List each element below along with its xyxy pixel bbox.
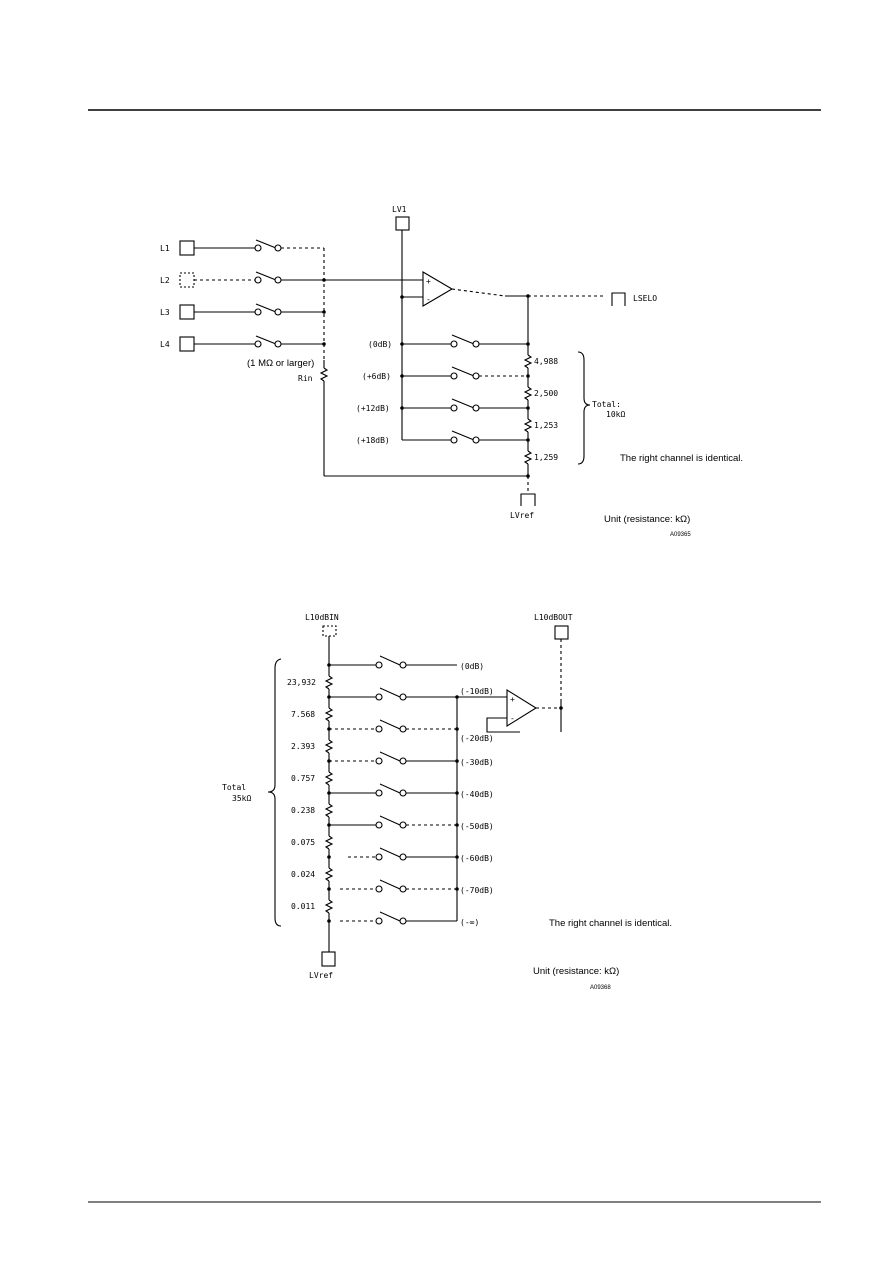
att-resistor-8: 0.011 <box>291 902 315 911</box>
lv1-terminal: LV1 <box>392 205 423 440</box>
att-tap-70db: (-70dB) <box>460 886 494 895</box>
att-tap-0db: (0dB) <box>460 662 484 671</box>
lselo-label: LSELO <box>633 294 657 303</box>
attenuator-switches: (0dB) (-10dB) (-20dB) (-30dB) (-40dB) (-… <box>329 655 494 927</box>
att-identical-note: The right channel is identical. <box>549 918 672 929</box>
l10dbin-label: L10dBIN <box>305 613 339 622</box>
att-total-value: 35kΩ <box>232 794 251 803</box>
resistor-value-4: 1,259 <box>534 453 558 462</box>
total-brace <box>577 351 591 465</box>
att-lvref-terminal: LVref <box>309 951 336 980</box>
unit-note: Unit (resistance: kΩ) <box>604 514 690 525</box>
svg-text:-: - <box>510 714 515 723</box>
attenuator-ladder: 23,932 7.568 2.393 0.757 0.238 0.075 0.0… <box>287 636 334 952</box>
att-resistor-5: 0.238 <box>291 806 315 815</box>
rin-resistor: (1 MΩ or larger) Rin <box>247 358 329 476</box>
att-tap-40db: (-40dB) <box>460 790 494 799</box>
selector-diagram: L1 L2 L3 L4 <box>160 205 743 538</box>
gain-tap-12db: (+12dB) <box>356 404 390 413</box>
gain-tap-6db: (+6dB) <box>362 372 391 381</box>
lvref-terminal: LVref <box>510 476 536 520</box>
resistor-value-1: 4,988 <box>534 357 558 366</box>
input-label-l4: L4 <box>160 340 170 349</box>
gain-tap-18db: (+18dB) <box>356 436 390 445</box>
input-terminal-l4: L4 <box>160 336 256 352</box>
resistor-value-2: 2,500 <box>534 389 558 398</box>
att-tap-inf: (-∞) <box>460 918 479 927</box>
att-resistor-3: 2.393 <box>291 742 315 751</box>
att-figure-code: A09368 <box>590 985 611 991</box>
lvref-label: LVref <box>510 511 534 520</box>
selector-op-amp: + - <box>422 271 528 307</box>
att-unit-note: Unit (resistance: kΩ) <box>533 966 619 977</box>
att-tap-50db: (-50dB) <box>460 822 494 831</box>
att-resistor-1: 23,932 <box>287 678 316 687</box>
att-tap-10db: (-10dB) <box>460 687 494 696</box>
lselo-terminal: LSELO <box>528 292 657 306</box>
identical-note: The right channel is identical. <box>620 453 743 464</box>
att-lvref-label: LVref <box>309 971 333 980</box>
attenuator-diagram: L10dBIN <box>222 613 672 991</box>
gain-switches: (0dB) (+6dB) (+12dB) (+18dB) <box>356 334 528 445</box>
att-tap-30db: (-30dB) <box>460 758 494 767</box>
input-label-l3: L3 <box>160 308 170 317</box>
l10dbout-label: L10dBOUT <box>534 613 573 622</box>
input-label-l2: L2 <box>160 276 170 285</box>
resistor-value-3: 1,253 <box>534 421 558 430</box>
att-tap-20db: (-20dB) <box>460 734 494 743</box>
att-resistor-6: 0.075 <box>291 838 315 847</box>
svg-text:+: + <box>426 277 431 286</box>
input-switches <box>254 239 423 360</box>
total-value: 10kΩ <box>606 410 625 419</box>
att-total-label: Total <box>222 783 246 792</box>
rin-label: Rin <box>298 374 313 383</box>
lv1-label: LV1 <box>392 205 407 214</box>
att-resistor-4: 0.757 <box>291 774 315 783</box>
figure-code: A09365 <box>670 532 691 538</box>
total-label: Total: <box>592 400 621 409</box>
input-terminal-l1: L1 <box>160 240 256 256</box>
l10dbin-terminal: L10dBIN <box>305 613 339 637</box>
l10dbout-terminal: L10dBOUT <box>534 613 573 700</box>
attenuator-op-amp: + - <box>457 689 563 733</box>
rin-note: (1 MΩ or larger) <box>247 358 314 369</box>
gain-tap-0db: (0dB) <box>368 340 392 349</box>
att-resistor-7: 0.024 <box>291 870 315 879</box>
attenuator-total-brace <box>267 658 282 927</box>
att-resistor-2: 7.568 <box>291 710 315 719</box>
input-terminal-l3: L3 <box>160 304 256 320</box>
input-label-l1: L1 <box>160 244 170 253</box>
att-tap-60db: (-60dB) <box>460 854 494 863</box>
svg-text:+: + <box>510 695 515 704</box>
gain-resistor-ladder: 4,988 2,500 1,253 1,259 <box>523 294 558 478</box>
svg-text:-: - <box>426 295 431 304</box>
input-terminal-l2: L2 <box>160 272 256 288</box>
